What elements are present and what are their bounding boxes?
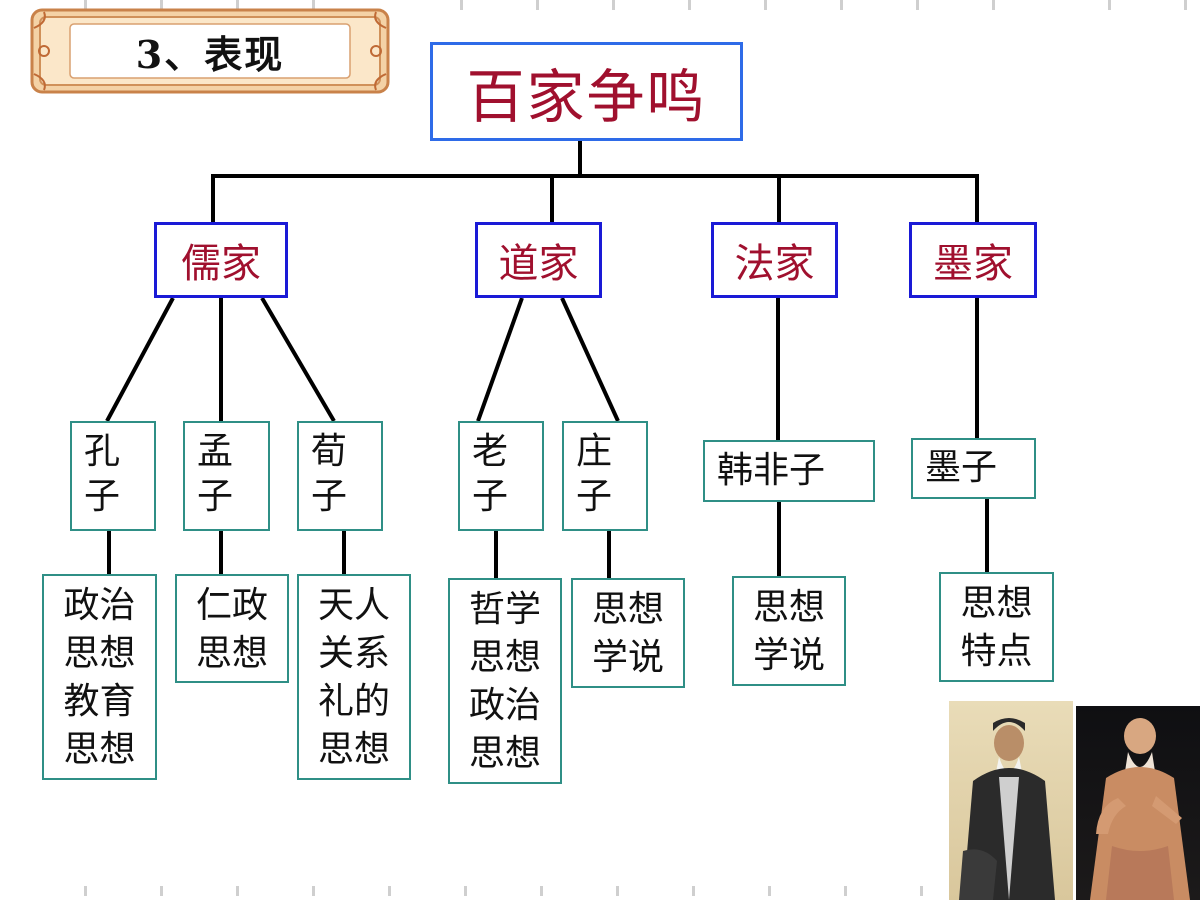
person-node-mencius: 孟子: [183, 421, 270, 531]
person-node-laozi: 老子: [458, 421, 544, 531]
idea-node-confucius: 政治思想教育思想: [42, 574, 157, 780]
title-banner-frame: [30, 8, 390, 94]
school-node-daoism: 道家: [475, 222, 602, 298]
person-node-confucius: 孔子: [70, 421, 156, 531]
school-node-legalism: 法家: [711, 222, 838, 298]
person-node-zhuangzi: 庄子: [562, 421, 648, 531]
idea-node-mencius: 仁政思想: [175, 574, 289, 683]
idea-node-xunzi: 天人关系礼的思想: [297, 574, 411, 780]
idea-node-laozi: 哲学思想政治思想: [448, 578, 562, 784]
root-node: 百家争鸣: [430, 42, 743, 141]
idea-node-hanfeizi: 思想学说: [732, 576, 846, 686]
idea-node-mozi: 思想特点: [939, 572, 1054, 682]
person-node-xunzi: 荀子: [297, 421, 383, 531]
school-node-confucianism: 儒家: [154, 222, 288, 298]
slide-title: 3、表现: [135, 31, 285, 77]
person-node-hanfeizi: 韩非子: [703, 440, 875, 502]
confucius-portrait-image: [949, 701, 1073, 900]
laozi-statue-image: [1076, 706, 1200, 900]
school-node-mohism: 墨家: [909, 222, 1037, 298]
person-node-mozi: 墨子: [911, 438, 1036, 499]
idea-node-zhuangzi: 思想学说: [571, 578, 685, 688]
